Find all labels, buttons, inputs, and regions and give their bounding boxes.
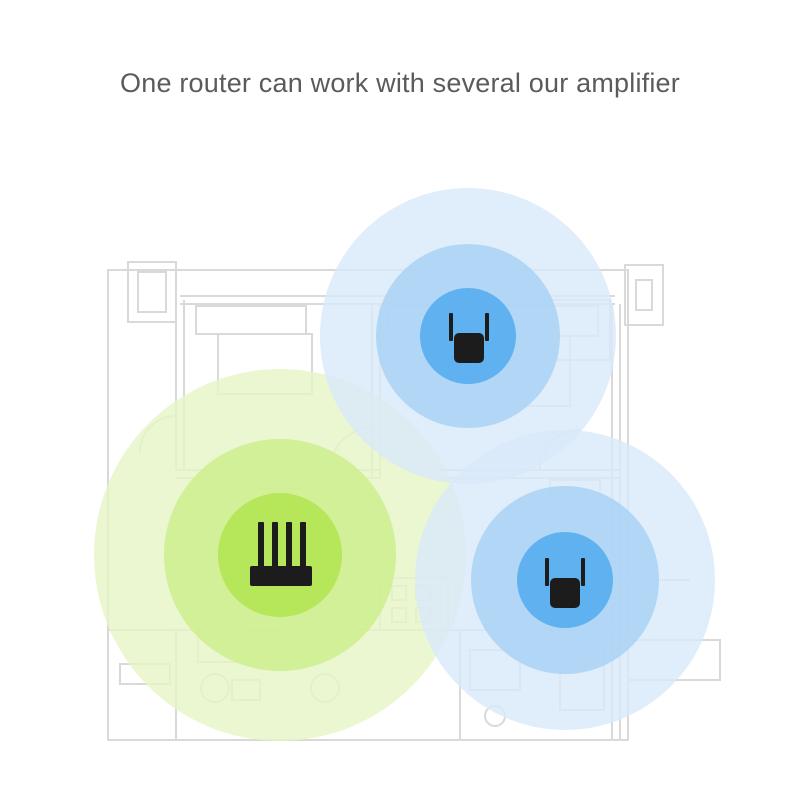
headline: One router can work with several our amp… [120,68,680,98]
router-icon [250,522,312,586]
wifi-amplifier-icon [449,313,489,363]
wifi-amplifier-icon [545,558,585,608]
router-signal [94,369,466,741]
